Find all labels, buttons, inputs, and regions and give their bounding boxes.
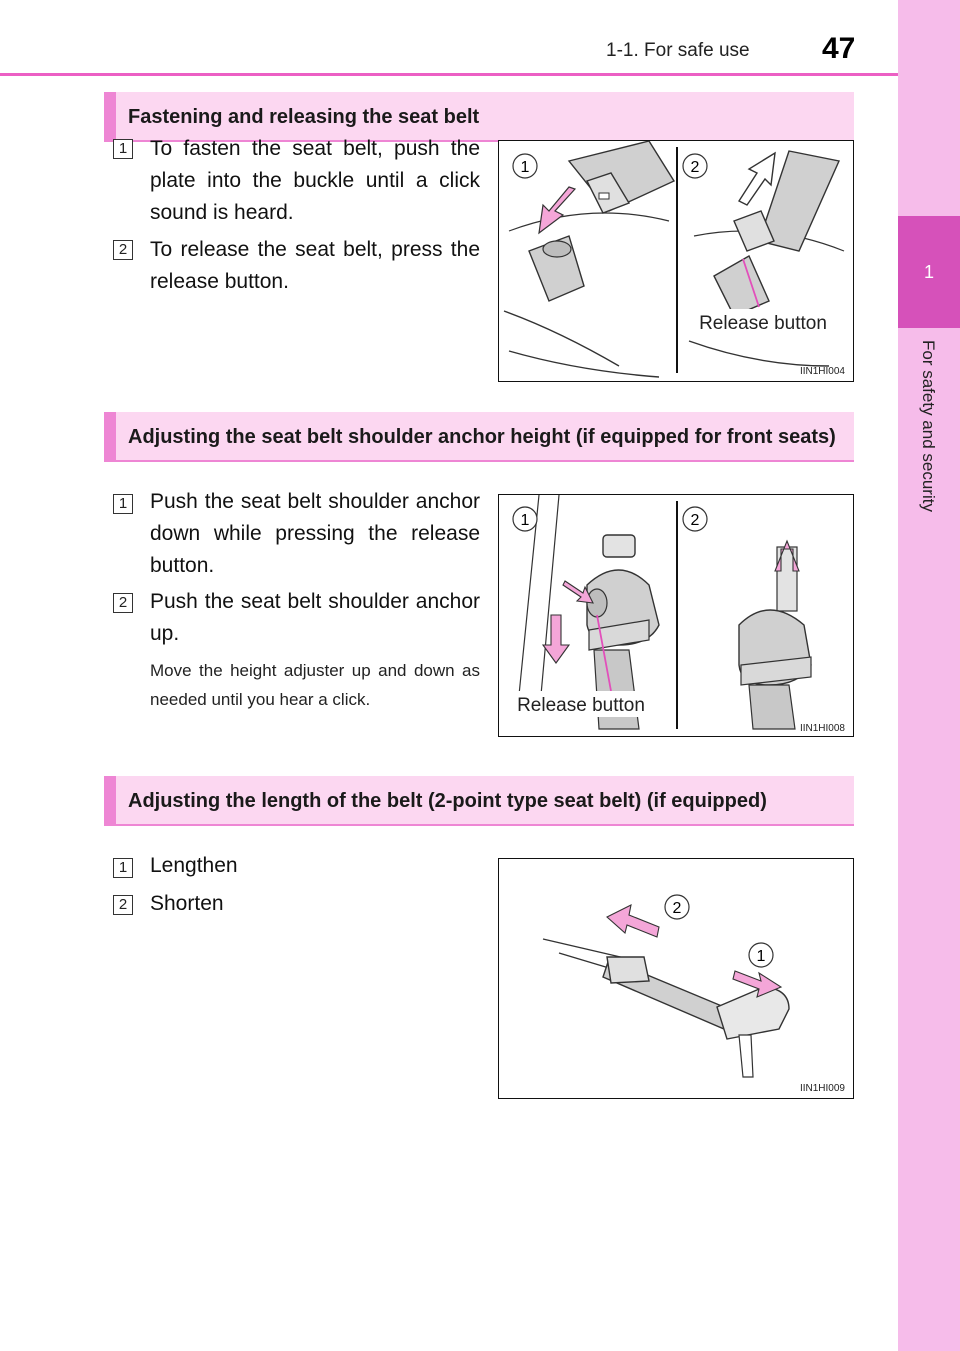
release-button-callout: Release button	[699, 313, 827, 334]
figure-shoulder-anchor: 1 Release button 2 IIN1HI008	[498, 494, 854, 737]
step-text: Push the seat belt shoulder anchor up.	[150, 590, 480, 645]
step-text: To fasten the seat belt, push the plate …	[150, 137, 480, 224]
figure-code: IIN1HI008	[800, 723, 845, 734]
running-header: 1-1. For safe use	[606, 40, 750, 61]
step-number: 1	[113, 858, 133, 878]
note-text: Move the height adjuster up and down as …	[150, 661, 480, 709]
figure-code: IIN1HI009	[800, 1083, 845, 1094]
step-number: 2	[113, 240, 133, 260]
step-text: To release the seat belt, press the rele…	[150, 238, 480, 293]
chapter-tab-highlight	[898, 216, 960, 328]
chapter-title-wrap: For safety and security	[898, 340, 960, 570]
seat-belt-buckle-illustration: 1 2 Release button IIN1HI004	[503, 141, 845, 378]
figure-label-1: 1	[757, 948, 766, 965]
two-point-belt-illustration: 2 1 IIN1HI009	[542, 894, 845, 1094]
figure-label-2: 2	[691, 159, 700, 176]
step-text: Shorten	[150, 892, 224, 915]
figure-fasten-release: 1 2 Release button IIN1HI004	[498, 140, 854, 382]
chapter-side-tab	[898, 0, 960, 1351]
figure-belt-length: 2 1 IIN1HI009	[498, 858, 854, 1099]
release-button-callout: Release button	[517, 695, 645, 716]
step-number: 2	[113, 593, 133, 613]
step-number: 1	[113, 494, 133, 514]
chapter-title: For safety and security	[919, 340, 938, 512]
header-rule	[0, 73, 898, 76]
figure-label-2: 2	[673, 900, 682, 917]
shoulder-anchor-illustration: 1 Release button 2 IIN1HI008	[505, 495, 845, 734]
figure-label-1: 1	[521, 512, 530, 529]
step-text: Lengthen	[150, 854, 238, 877]
section-heading-fastening: Fastening and releasing the seat belt	[104, 92, 854, 142]
section-heading-belt-length: Adjusting the length of the belt (2-poin…	[104, 776, 854, 826]
step-text: Push the seat belt shoulder anchor down …	[150, 490, 480, 577]
step-number: 1	[113, 139, 133, 159]
step-number: 2	[113, 895, 133, 915]
section-heading-shoulder-anchor: Adjusting the seat belt shoulder anchor …	[104, 412, 854, 462]
figure-label-1: 1	[521, 159, 530, 176]
page-number: 47	[822, 32, 856, 65]
chapter-number: 1	[923, 262, 934, 282]
figure-label-2: 2	[691, 512, 700, 529]
figure-code: IIN1HI004	[800, 366, 845, 377]
